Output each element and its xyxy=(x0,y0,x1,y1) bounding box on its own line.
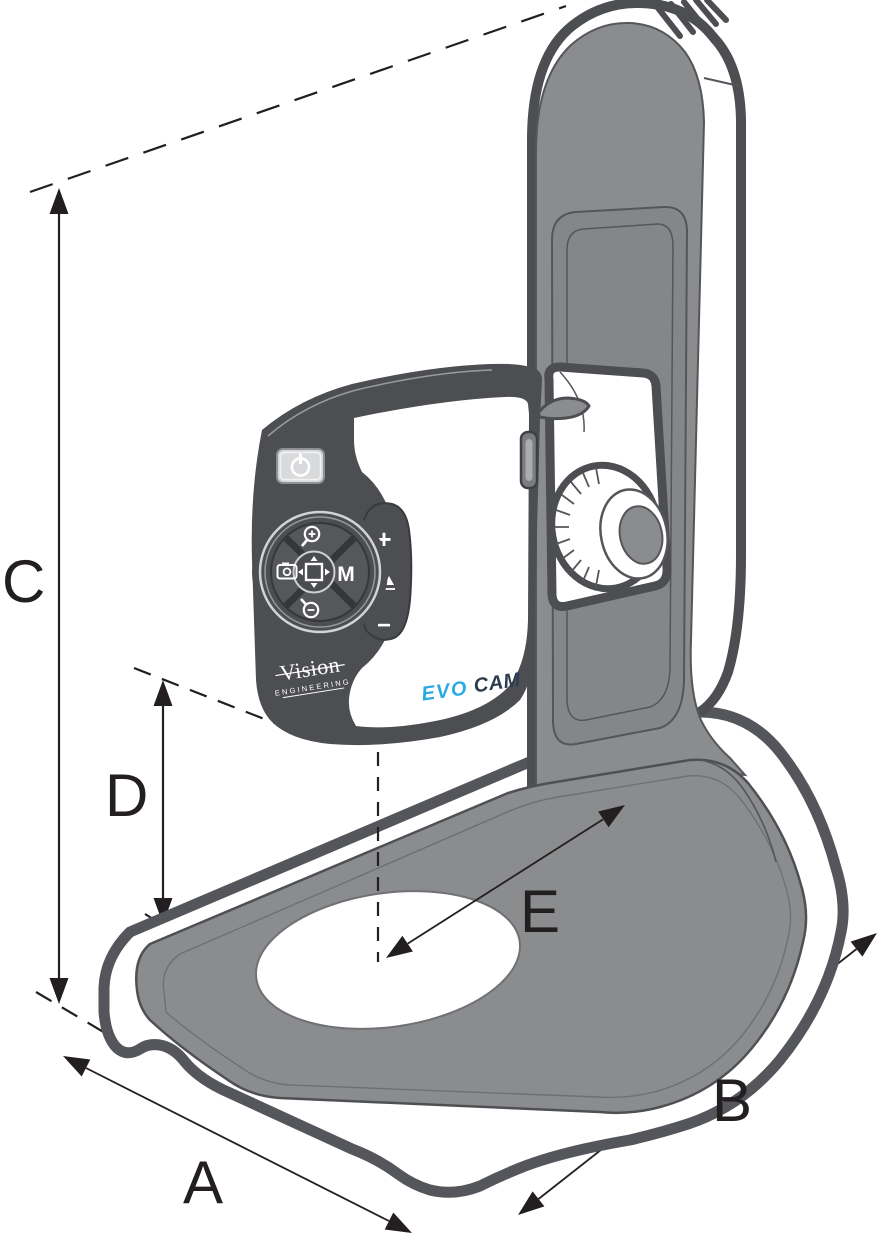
power-button-bevel xyxy=(279,451,322,481)
arrow-down-icon xyxy=(49,978,69,1004)
power-button xyxy=(276,448,325,484)
pad-silver-ring xyxy=(258,510,382,634)
control-pad: M xyxy=(252,504,388,640)
arrow-upright-icon xyxy=(598,805,625,828)
zoom-in-icon xyxy=(301,525,321,547)
dimension-e-label: E xyxy=(520,878,560,945)
carriage-latch xyxy=(519,430,539,490)
head-white-body xyxy=(348,396,529,728)
focus-assembly xyxy=(533,362,672,611)
column-outline xyxy=(527,0,746,797)
focus-knob-disc xyxy=(618,505,664,565)
base-top-surface xyxy=(135,758,808,1115)
pad-inner-ring xyxy=(264,516,376,628)
dimension-b-label: B xyxy=(712,1067,752,1134)
dimension-c-label: C xyxy=(2,548,45,615)
arrow-downleft-icon xyxy=(518,1191,545,1215)
dimension-c-extension-bottom xyxy=(35,991,123,1044)
vent-slots-icon xyxy=(655,0,729,39)
camera-head: + − xyxy=(251,363,542,746)
dimension-e-line xyxy=(407,818,604,945)
column-base-fillet-line xyxy=(699,759,777,863)
focus-knob xyxy=(548,461,669,593)
dimension-c-extension-top xyxy=(29,4,567,194)
dimension-a xyxy=(63,1056,412,1233)
arrow-upleft-icon xyxy=(63,1056,91,1077)
power-button-face xyxy=(276,448,325,484)
rocker-minus-label: − xyxy=(377,612,391,639)
dimension-d-label: D xyxy=(105,762,148,829)
arrow-down-icon xyxy=(153,898,173,924)
arrow-up-icon xyxy=(49,188,69,214)
dimension-e xyxy=(376,752,625,962)
arrow-up-icon xyxy=(153,680,173,706)
arrow-downright-icon xyxy=(384,1212,412,1233)
focus-lock-lever xyxy=(533,396,591,421)
power-icon xyxy=(290,453,311,477)
camera-capture-icon xyxy=(276,562,298,580)
focus-knob-knurl-lines xyxy=(554,467,600,587)
arrow-upright-icon xyxy=(850,933,877,957)
stage-plate xyxy=(254,890,522,1030)
base-surface-inner-line xyxy=(162,774,792,1099)
dimension-c xyxy=(29,4,567,1044)
head-frame-highlight xyxy=(267,369,493,437)
pad-hub xyxy=(292,550,336,594)
zoom-out-icon xyxy=(300,598,320,619)
dimension-a-line xyxy=(85,1067,390,1222)
dimension-a-label: A xyxy=(183,1149,223,1216)
navigate-pad-icon xyxy=(298,556,330,588)
column-top-cap-line xyxy=(703,77,740,87)
column-track-inner xyxy=(566,223,674,722)
arrow-downleft-icon xyxy=(386,935,413,958)
mode-button-label: M xyxy=(337,563,355,586)
